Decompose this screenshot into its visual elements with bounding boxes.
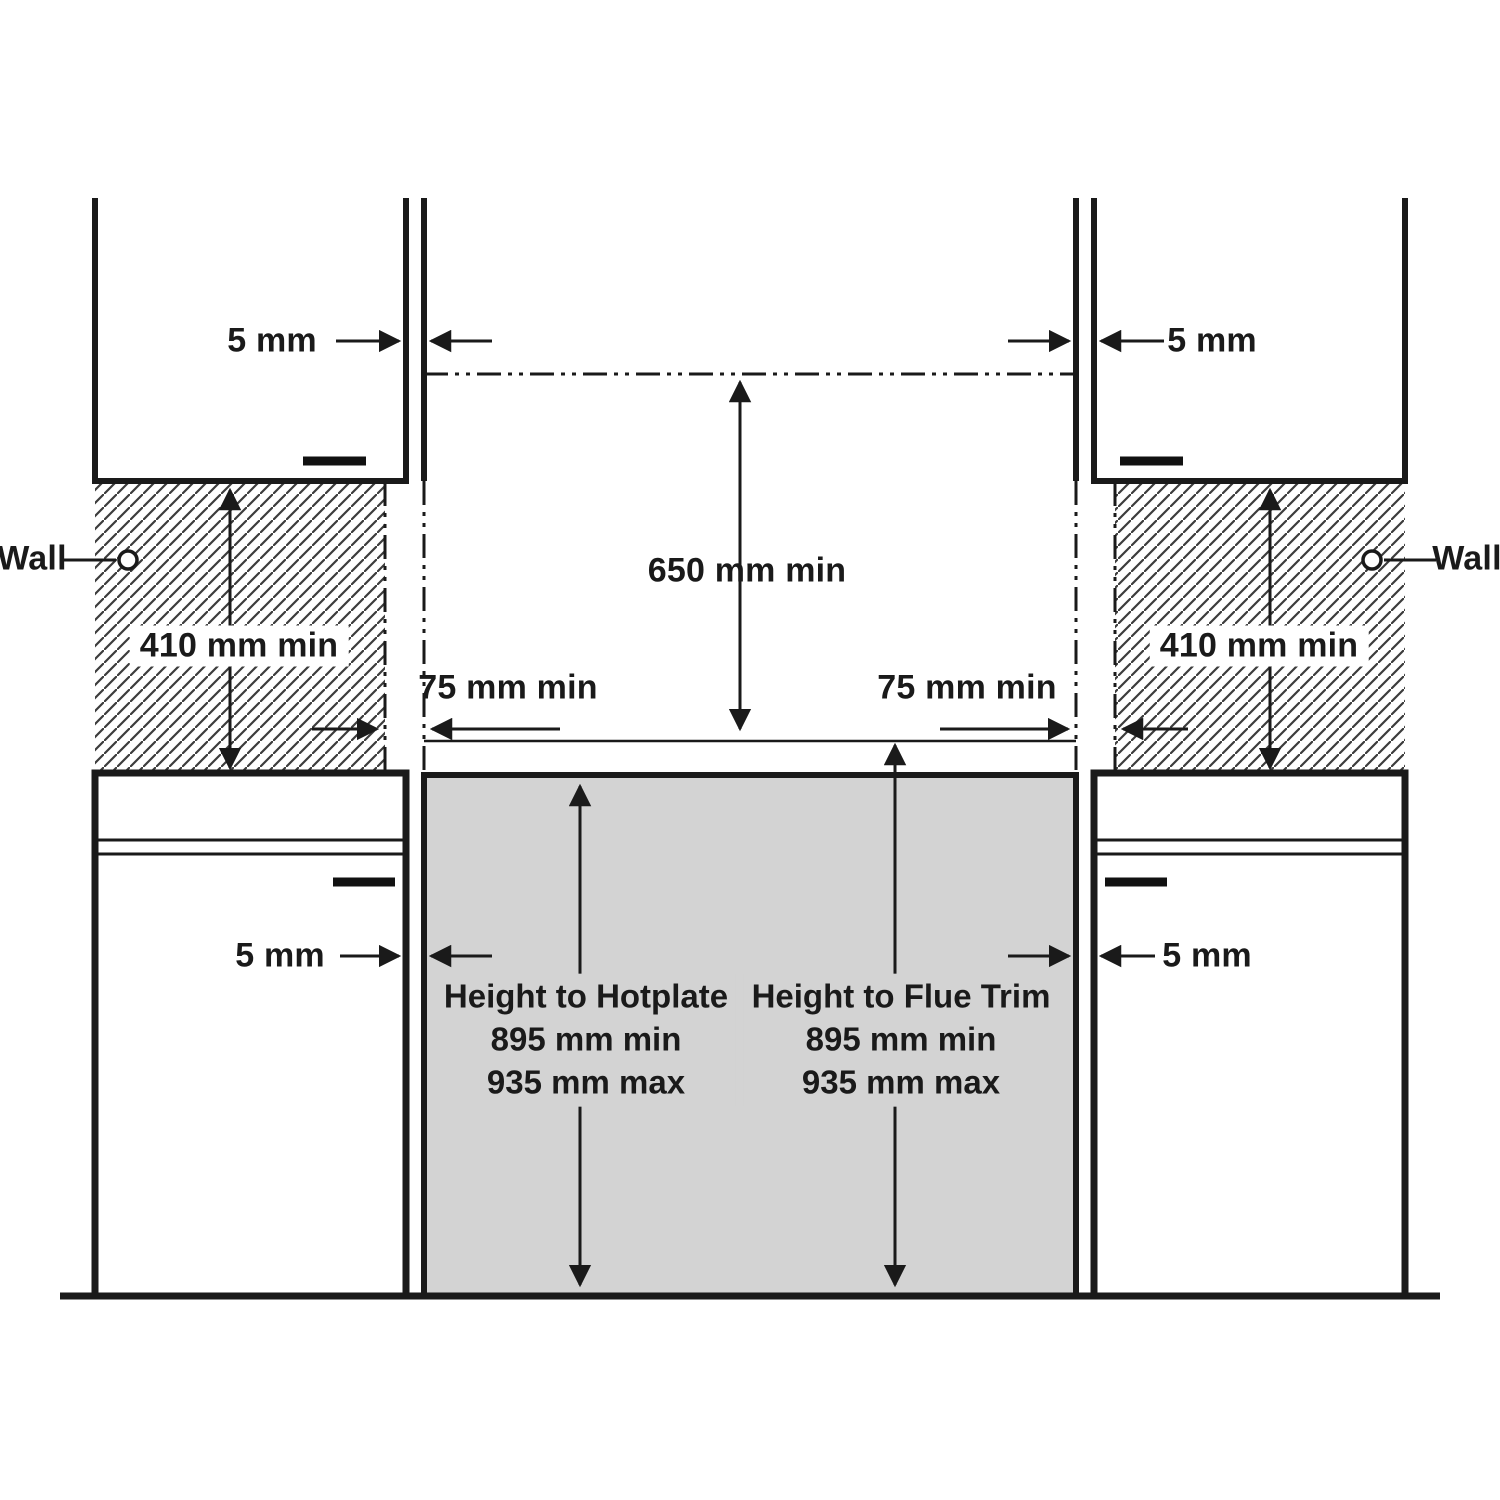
label-wall-clearance-left: 410 mm min bbox=[129, 625, 349, 667]
label-wall-clearance-right: 410 mm min bbox=[1149, 625, 1369, 667]
flue-height-max: 935 mm max bbox=[801, 1063, 1001, 1101]
wall-marker-right-circle bbox=[1361, 549, 1383, 571]
hotplate-height-min: 895 mm min bbox=[490, 1020, 682, 1058]
right-base-cabinet-outline bbox=[1090, 769, 1409, 1296]
wall-marker-right bbox=[1361, 549, 1436, 571]
left-base-cabinet bbox=[91, 769, 410, 1296]
label-mid-gap-right: 5 mm bbox=[1162, 936, 1252, 975]
right-base-cabinet bbox=[1090, 769, 1409, 1296]
hotplate-height-note: Height to Hotplate 895 mm min 935 mm max bbox=[435, 973, 737, 1107]
left-upper-cabinet-outline bbox=[92, 198, 409, 484]
label-side-clearance-left: 75 mm min bbox=[418, 668, 598, 707]
right-upper-cabinet-outline bbox=[1091, 198, 1408, 484]
wall-marker-left bbox=[64, 549, 139, 571]
wall-marker-left-circle bbox=[117, 549, 139, 571]
label-top-gap-left: 5 mm bbox=[227, 321, 317, 360]
label-top-gap-right: 5 mm bbox=[1167, 321, 1257, 360]
label-wall-left: Wall bbox=[0, 539, 67, 578]
label-side-clearance-right: 75 mm min bbox=[877, 668, 1057, 707]
flue-height-min: 895 mm min bbox=[805, 1020, 997, 1058]
flue-height-note: Height to Flue Trim 895 mm min 935 mm ma… bbox=[743, 973, 1059, 1107]
right-upper-cabinet bbox=[1091, 198, 1408, 484]
label-overhead-clearance: 650 mm min bbox=[647, 551, 847, 590]
flue-height-title: Height to Flue Trim bbox=[751, 977, 1051, 1015]
left-upper-cabinet bbox=[92, 198, 409, 484]
hotplate-height-title: Height to Hotplate bbox=[443, 977, 729, 1015]
label-mid-gap-left: 5 mm bbox=[235, 936, 325, 975]
label-wall-right: Wall bbox=[1432, 539, 1500, 578]
hotplate-height-max: 935 mm max bbox=[486, 1063, 686, 1101]
left-base-cabinet-outline bbox=[91, 769, 410, 1296]
